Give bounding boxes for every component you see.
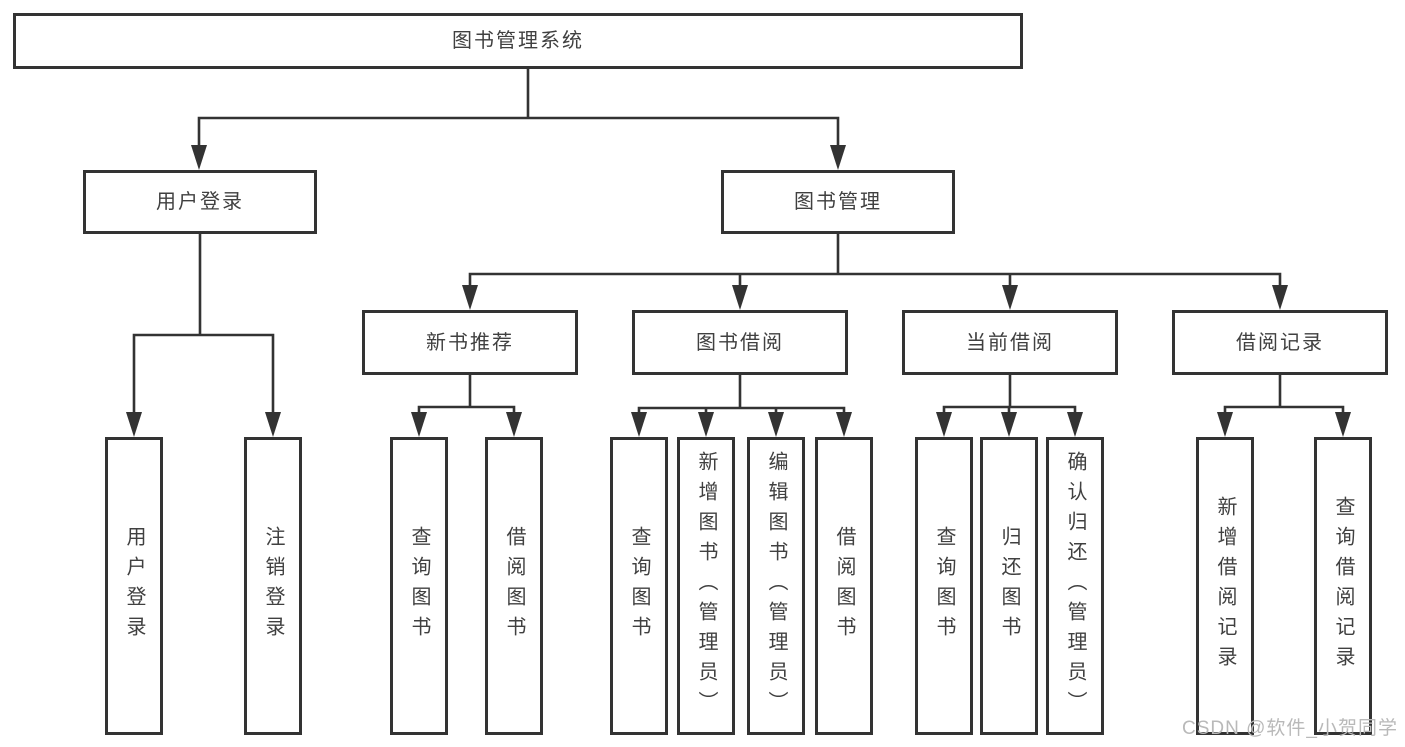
- leaf-add-borrow-record: 新增借阅记录: [1196, 437, 1254, 735]
- leaf-add-books-admin-label: 新增图书（管理员）: [695, 451, 717, 721]
- leaf-borrow-books-2: 借阅图书: [815, 437, 873, 735]
- leaf-query-books-1: 查询图书: [390, 437, 448, 735]
- node-library-system: 图书管理系统: [13, 13, 1023, 69]
- node-new-book-recommend: 新书推荐: [362, 310, 578, 375]
- arrow-icon: [836, 412, 852, 437]
- leaf-confirm-return-admin: 确认归还（管理员）: [1046, 437, 1104, 735]
- node-user-login: 用户登录: [83, 170, 317, 234]
- leaf-return-books-label: 归还图书: [998, 526, 1020, 646]
- arrow-icon: [1272, 285, 1288, 310]
- arrow-icon: [411, 412, 427, 437]
- arrow-icon: [265, 412, 281, 437]
- connector-management: [468, 232, 1282, 294]
- connector-borrow: [637, 373, 846, 421]
- leaf-add-books-admin: 新增图书（管理员）: [677, 437, 735, 735]
- connector-records: [1223, 373, 1345, 421]
- node-new-book-recommend-label: 新书推荐: [426, 331, 514, 354]
- node-book-management: 图书管理: [721, 170, 955, 234]
- node-book-borrow-label: 图书借阅: [696, 331, 784, 354]
- leaf-user-login-label: 用户登录: [123, 526, 145, 646]
- arrow-icon: [936, 412, 952, 437]
- leaf-query-borrow-record: 查询借阅记录: [1314, 437, 1372, 735]
- arrow-icon: [1001, 412, 1017, 437]
- arrow-icon: [126, 412, 142, 437]
- arrow-icon: [506, 412, 522, 437]
- leaf-edit-books-admin: 编辑图书（管理员）: [747, 437, 805, 735]
- arrow-icon: [462, 285, 478, 310]
- node-book-management-label: 图书管理: [794, 191, 882, 213]
- leaf-borrow-books-1-label: 借阅图书: [503, 526, 525, 646]
- node-book-borrow: 图书借阅: [632, 310, 848, 375]
- leaf-query-books-3: 查询图书: [915, 437, 973, 735]
- connector-root: [197, 67, 840, 154]
- connector-newbook: [417, 373, 516, 421]
- leaf-query-borrow-record-label: 查询借阅记录: [1332, 496, 1354, 676]
- arrow-icon: [631, 412, 647, 437]
- watermark: CSDN @软件_小贺同学: [1182, 718, 1398, 739]
- arrow-icon: [1217, 412, 1233, 437]
- node-borrow-records-label: 借阅记录: [1236, 331, 1324, 354]
- node-current-borrow-label: 当前借阅: [966, 331, 1054, 354]
- arrow-icon: [698, 412, 714, 437]
- leaf-add-borrow-record-label: 新增借阅记录: [1214, 496, 1236, 676]
- arrow-icon: [1067, 412, 1083, 437]
- node-current-borrow: 当前借阅: [902, 310, 1118, 375]
- node-borrow-records: 借阅记录: [1172, 310, 1388, 375]
- leaf-query-books-2: 查询图书: [610, 437, 668, 735]
- node-library-system-label: 图书管理系统: [452, 30, 584, 52]
- leaf-borrow-books-1: 借阅图书: [485, 437, 543, 735]
- leaf-query-books-2-label: 查询图书: [628, 526, 650, 646]
- arrow-icon: [1002, 285, 1018, 310]
- arrow-icon: [191, 145, 207, 170]
- arrow-icon: [768, 412, 784, 437]
- node-user-login-label: 用户登录: [156, 191, 244, 213]
- leaf-edit-books-admin-label: 编辑图书（管理员）: [765, 451, 787, 721]
- leaf-return-books: 归还图书: [980, 437, 1038, 735]
- arrowheads: [126, 145, 1351, 437]
- arrow-icon: [830, 145, 846, 170]
- leaf-logout-label: 注销登录: [262, 526, 284, 646]
- connector-login: [132, 232, 275, 421]
- leaf-query-books-3-label: 查询图书: [933, 526, 955, 646]
- leaf-query-books-1-label: 查询图书: [408, 526, 430, 646]
- leaf-borrow-books-2-label: 借阅图书: [833, 526, 855, 646]
- leaf-confirm-return-admin-label: 确认归还（管理员）: [1064, 451, 1086, 721]
- leaf-user-login: 用户登录: [105, 437, 163, 735]
- leaf-logout: 注销登录: [244, 437, 302, 735]
- arrow-icon: [1335, 412, 1351, 437]
- arrow-icon: [732, 285, 748, 310]
